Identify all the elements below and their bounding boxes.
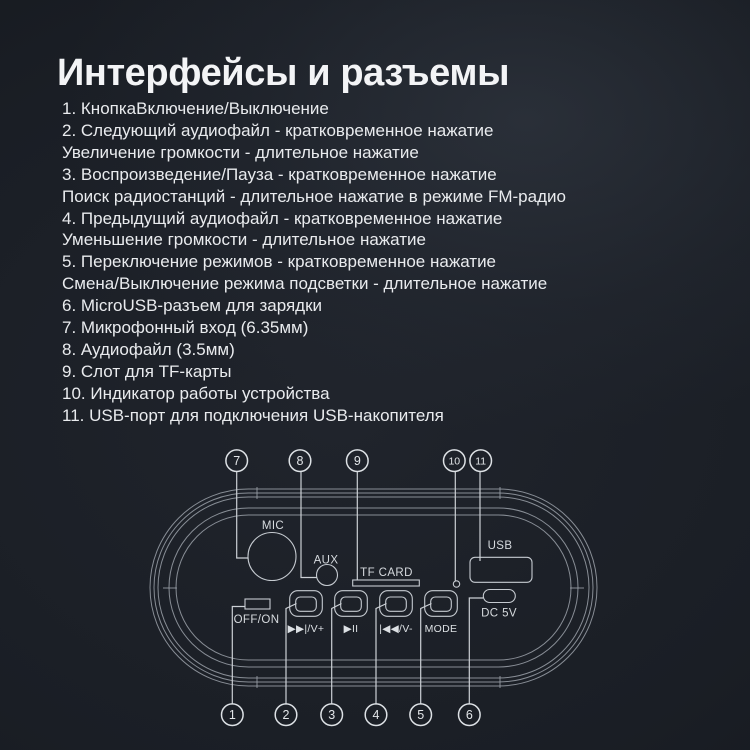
tf-card-slot (352, 579, 420, 587)
usb-port (469, 556, 533, 583)
callout-circles-bottom: 1 2 3 4 5 6 (220, 703, 481, 727)
dc-port (482, 588, 516, 604)
dc-label: DC 5V (481, 608, 517, 620)
usb-label: USB (488, 540, 513, 552)
svg-text:1: 1 (229, 708, 236, 722)
callout-circle-6: 6 (457, 703, 481, 727)
callout-line-8 (300, 471, 317, 579)
aux-label: AUX (314, 555, 339, 567)
instruction-line: 7. Микрофонный вход (6.35мм) (62, 318, 309, 338)
aux-port (315, 563, 339, 587)
device-diagram: MIC AUX TF CARD USB DC 5V OFF/ON ▶▶|/V+ … (149, 449, 598, 727)
callout-circle-1: 1 (220, 703, 244, 727)
device-components: MIC AUX TF CARD USB DC 5V OFF/ON ▶▶|/V+ … (234, 520, 533, 635)
power-label: OFF/ON (234, 614, 280, 626)
callout-circle-2: 2 (274, 703, 298, 727)
instruction-list: 1. КнопкаВключение/Выключение 2. Следующ… (62, 98, 566, 427)
mic-port (247, 531, 297, 582)
callout-line-3 (331, 602, 342, 704)
callout-circle-7: 7 (225, 449, 249, 473)
instruction-line: 9. Слот для TF-карты (62, 361, 232, 381)
prev-volume-down-label: |◀◀/V- (379, 623, 413, 635)
svg-text:11: 11 (475, 455, 486, 467)
instruction-line: 1. КнопкаВключение/Выключение (62, 99, 329, 118)
button-prev-volume-down: |◀◀/V- (379, 590, 413, 635)
page-title: Интерфейсы и разъемы (57, 52, 510, 95)
callout-circle-4: 4 (364, 703, 388, 727)
instruction-line: Смена/Выключение режима подсветки - длит… (62, 274, 548, 294)
mode-label: MODE (425, 623, 458, 635)
instruction-line: 2. Следующий аудиофайл - кратковременное… (62, 120, 494, 140)
svg-text:5: 5 (417, 708, 424, 722)
svg-text:3: 3 (328, 708, 335, 722)
status-indicator (452, 580, 461, 588)
callout-lines (231, 471, 484, 704)
instruction-line: Уменьшение громкости - длительное нажати… (62, 230, 426, 250)
callout-circle-5: 5 (409, 703, 433, 727)
mic-label: MIC (262, 520, 284, 532)
button-next-volume-up: ▶▶|/V+ (288, 590, 325, 635)
play-pause-label: ▶II (344, 623, 359, 635)
svg-text:8: 8 (297, 454, 304, 468)
callout-circle-8: 8 (288, 449, 312, 473)
instruction-line: 4. Предыдущий аудиофайл - кратковременно… (62, 208, 503, 228)
button-mode: MODE (424, 590, 458, 635)
button-play-pause: ▶II (334, 590, 368, 635)
instruction-line: Увеличение громкости - длительное нажати… (62, 142, 419, 162)
instruction-line: 10. Индикатор работы устройства (62, 383, 330, 403)
svg-text:4: 4 (373, 708, 380, 722)
tf-card-label: TF CARD (360, 567, 413, 579)
callout-circles-top: 7 8 9 10 11 (225, 449, 493, 473)
svg-text:6: 6 (466, 708, 473, 722)
callout-circle-11: 11 (469, 449, 493, 473)
instruction-line: 3. Воспроизведение/Пауза - кратковременн… (62, 164, 497, 184)
instruction-line: 6. MicroUSB-разъем для зарядки (62, 296, 323, 316)
next-volume-up-label: ▶▶|/V+ (288, 623, 325, 635)
callout-line-2 (285, 602, 297, 704)
callout-line-5 (420, 602, 432, 704)
callout-line-1 (231, 605, 245, 704)
callout-line-6 (468, 597, 484, 704)
device-outline (149, 487, 598, 688)
callout-circle-3: 3 (320, 703, 344, 727)
svg-text:9: 9 (354, 454, 361, 468)
instruction-line: Поиск радиостанций - длительное нажатие … (62, 186, 566, 206)
instruction-line: 11. USB-порт для подключения USB-накопит… (62, 405, 444, 425)
callout-circle-9: 9 (345, 449, 369, 473)
svg-text:7: 7 (233, 454, 240, 468)
power-switch (244, 598, 271, 610)
seam-tick (163, 487, 584, 688)
instruction-line: 5. Переключение режимов - кратковременно… (62, 252, 497, 272)
callout-line-7 (236, 471, 248, 559)
svg-text:2: 2 (283, 708, 290, 722)
callout-circle-10: 10 (442, 449, 466, 473)
instruction-line: 8. Аудиофайл (3.5мм) (62, 339, 235, 359)
svg-text:10: 10 (448, 455, 460, 467)
callout-line-4 (375, 602, 387, 704)
